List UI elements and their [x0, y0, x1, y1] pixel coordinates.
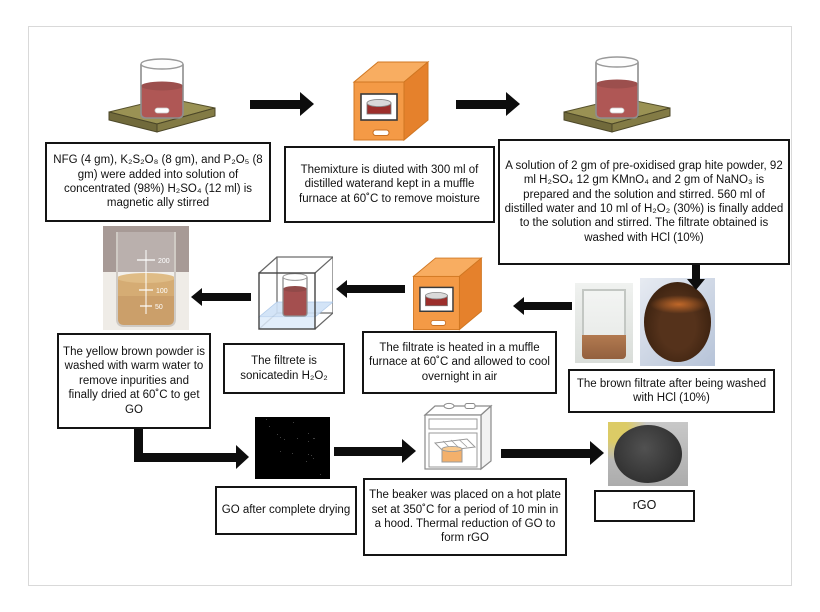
- arrow-left-sonicator-to-beaker: [191, 288, 251, 306]
- rgo-disc-photo: [608, 422, 688, 486]
- graduation-100-label: 100: [156, 288, 168, 295]
- step-box-thermal-reduction: The beaker was placed on a hot plate set…: [363, 478, 567, 556]
- step-text: GO after complete drying: [221, 504, 351, 517]
- magnetic-stirrer-icon: [108, 58, 216, 133]
- step-box-rgo: rGO: [594, 490, 695, 522]
- sonicator-bath-icon: [257, 256, 333, 330]
- step-text: The yellow brown powder is washed with w…: [63, 345, 205, 416]
- step-text: The beaker was placed on a hot plate set…: [369, 489, 561, 545]
- arrow-down-to-filtrate-photo: [687, 263, 705, 290]
- muffle-furnace-icon: [352, 60, 430, 142]
- step-box-brown-filtrate: The brown filtrate after being washed wi…: [568, 369, 775, 413]
- hot-plate-drawing: [423, 402, 493, 471]
- connector-down-from-go-box: [134, 428, 143, 462]
- connector-arrowhead: [236, 445, 249, 469]
- arrow-left-filtrate-to-furnace: [513, 297, 572, 315]
- step-text: Themixture is diuted with 300 ml of dist…: [299, 163, 480, 205]
- go-powder-photo: [255, 417, 330, 479]
- step-text: The filtrete is sonicatedin H₂O₂: [240, 355, 328, 382]
- diagram-border: [28, 26, 792, 586]
- step-text: rGO: [632, 498, 657, 513]
- yellow-brown-beaker-photo: 200 100 50: [103, 226, 189, 330]
- graduation-200-label: 200: [158, 258, 170, 265]
- step-box-mix-precursors: NFG (4 gm), K₂S₂O₈ (8 gm), and P₂O₅ (8 g…: [45, 142, 271, 222]
- step-text: NFG (4 gm), K₂S₂O₈ (8 gm), and P₂O₅ (8 g…: [53, 154, 263, 210]
- arrow-left-furnace-to-sonicator: [336, 280, 405, 298]
- rgo-disc: [613, 424, 683, 483]
- step-box-sonicate: The filtrete is sonicatedin H₂O₂: [223, 343, 345, 394]
- filtrate-dish: [643, 281, 712, 362]
- graduation-50-label: 50: [155, 304, 163, 311]
- arrow-right-furnace-to-stirrer: [456, 91, 520, 117]
- step-box-heat-cool: The filtrate is heated in a muffle furna…: [362, 331, 557, 394]
- muffle-furnace-icon: [412, 257, 483, 331]
- arrow-right-go-to-hotplate: [334, 439, 416, 463]
- arrow-right-stirrer-to-furnace: [250, 91, 314, 117]
- brown-filtrate-dish-photo: [640, 278, 715, 366]
- step-box-oxidise: A solution of 2 gm of pre-oxidised grap …: [498, 139, 790, 265]
- brown-liquid: [581, 335, 627, 359]
- connector-right-to-go-photo: [134, 453, 236, 462]
- step-text: A solution of 2 gm of pre-oxidised grap …: [504, 159, 784, 244]
- brown-filtrate-beaker-photo: [575, 283, 633, 363]
- step-box-dilute-dry: Themixture is diuted with 300 ml of dist…: [284, 146, 495, 223]
- step-text: The filtrate is heated in a muffle furna…: [369, 341, 550, 383]
- step-text: The brown filtrate after being washed wi…: [576, 377, 767, 404]
- arrow-right-hotplate-to-rgo: [501, 441, 604, 465]
- step-box-wash-dry-go: The yellow brown powder is washed with w…: [57, 333, 211, 429]
- magnetic-stirrer-icon: [563, 56, 671, 133]
- step-box-go-dry: GO after complete drying: [215, 486, 357, 535]
